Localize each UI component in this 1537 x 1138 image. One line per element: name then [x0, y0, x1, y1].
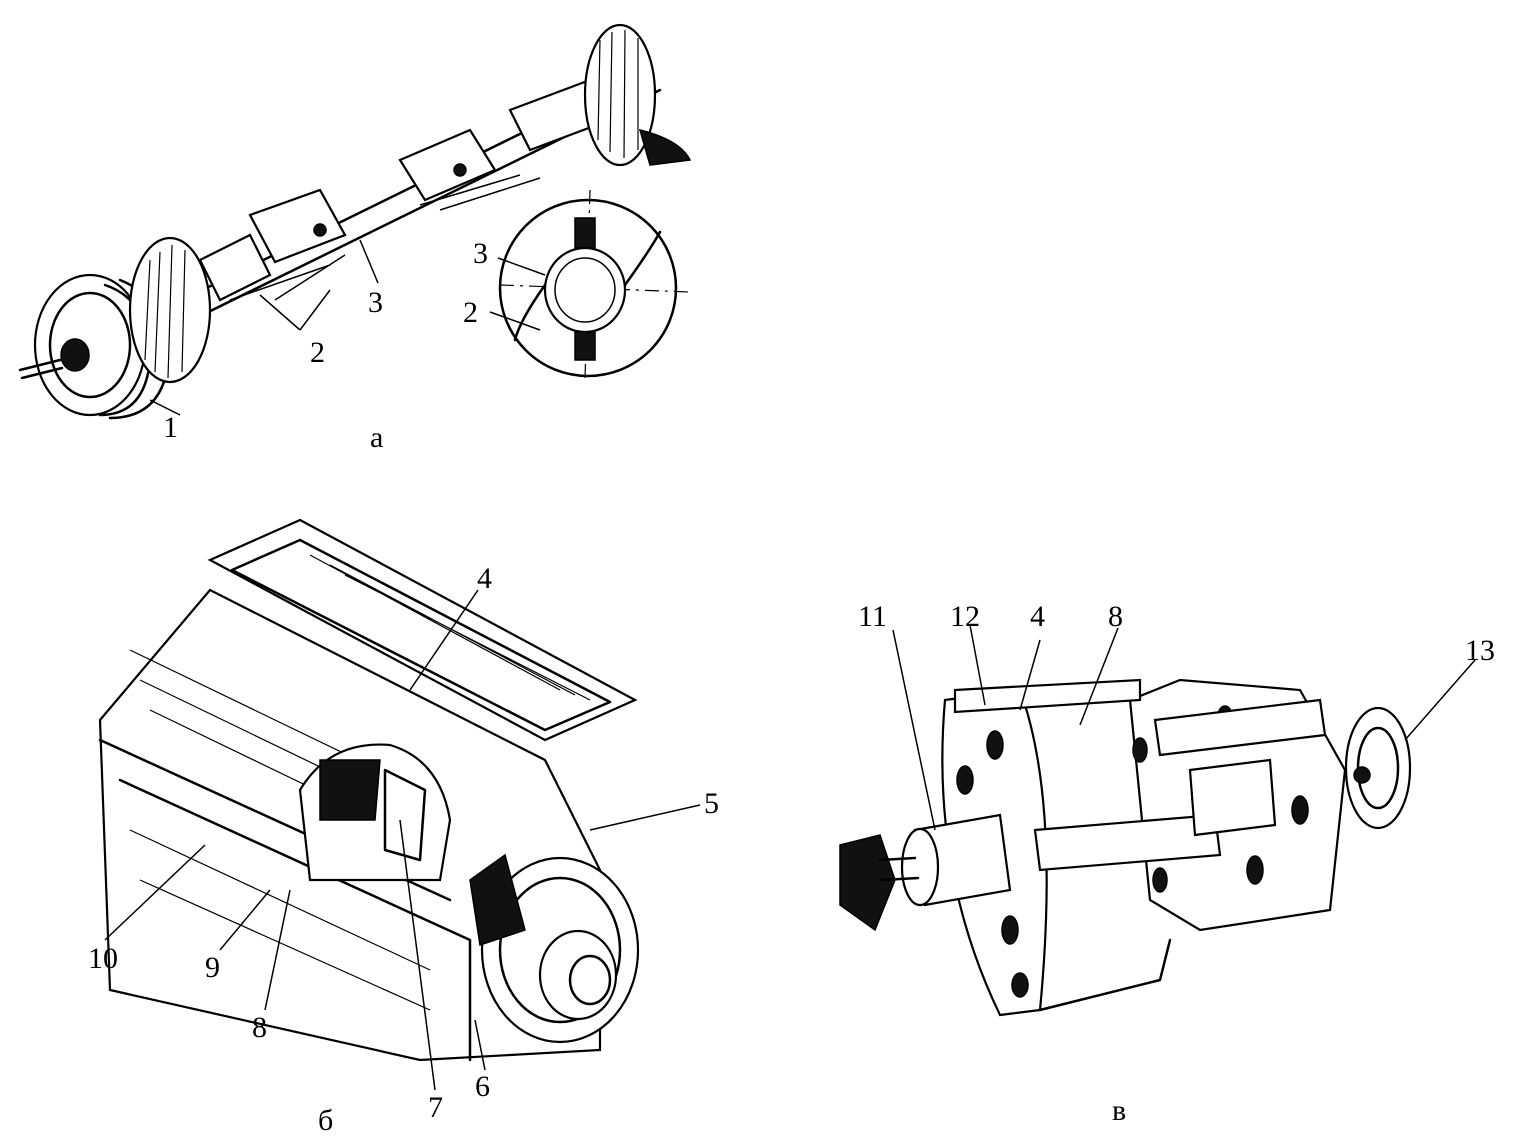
caption-a: а: [370, 421, 383, 454]
pulley-c: [1344, 706, 1412, 830]
leader-c-4: [1019, 639, 1041, 711]
callout-a-1: 1: [163, 411, 178, 444]
callout-labels: 1 2 3 3 2 4 5 6 7 8 9 10 11 12 4 8 13: [88, 237, 1495, 1124]
leader-b-7: [399, 819, 436, 1091]
caption-b: б: [318, 1104, 333, 1137]
callout-c-13: 13: [1465, 634, 1495, 667]
callout-a-2: 2: [310, 336, 325, 369]
rasp-bars: [198, 78, 612, 302]
callout-c-4: 4: [1030, 600, 1045, 633]
callout-b-8: 8: [252, 1011, 267, 1044]
callout-b-7: 7: [428, 1091, 443, 1124]
callout-b-5: 5: [704, 787, 719, 820]
leader-a-2b: [489, 311, 541, 331]
panel-c-drawing: [839, 624, 1476, 1017]
leader-c-13: [1404, 659, 1476, 741]
callout-b-6: 6: [475, 1070, 490, 1103]
callout-c-8: 8: [1108, 600, 1123, 633]
callout-a-3-detail: 3: [473, 237, 488, 270]
leader-c-8: [1079, 627, 1119, 726]
callout-b-9: 9: [205, 951, 220, 984]
panel-captions: а б в: [318, 421, 1126, 1137]
leader-c-12: [969, 624, 986, 706]
hopper: [207, 518, 638, 742]
callout-b-4: 4: [477, 562, 492, 595]
leader-a-3b: [497, 257, 546, 276]
leader-a-2: [259, 289, 331, 331]
section-detail: [498, 189, 691, 381]
leader-a-1: [149, 399, 181, 416]
leader-a-3: [359, 239, 379, 284]
panel-a-drawing: [18, 23, 692, 420]
rotor-bar: [1033, 813, 1222, 872]
pulley-left: [33, 273, 147, 417]
leader-b-6: [474, 1019, 486, 1071]
callout-c-11: 11: [858, 600, 887, 633]
callout-a-2-detail: 2: [463, 296, 478, 329]
leader-b-8: [264, 889, 291, 1011]
leader-b-5: [589, 804, 701, 831]
caption-c: в: [1112, 1094, 1126, 1127]
callout-a-3: 3: [368, 286, 383, 319]
panel-b-drawing: [98, 518, 701, 1091]
callout-b-10: 10: [88, 942, 118, 975]
leader-b-9: [219, 889, 271, 951]
leader-b-10: [104, 844, 206, 941]
callout-c-12: 12: [950, 600, 980, 633]
leader-c-11: [892, 629, 936, 831]
leader-b-4: [409, 589, 479, 691]
